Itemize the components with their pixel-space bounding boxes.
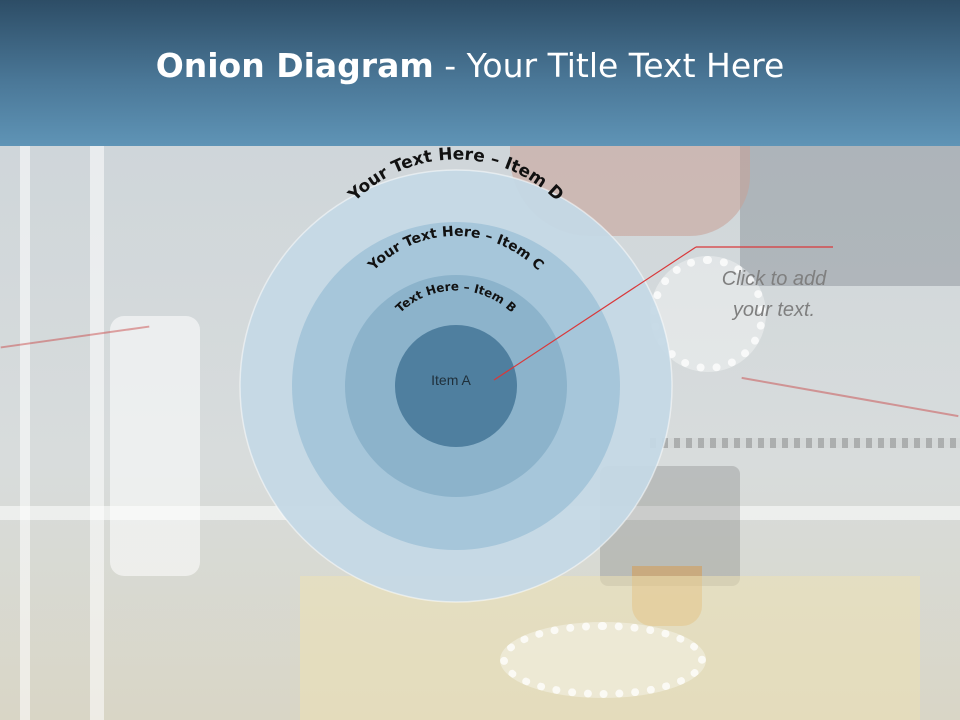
timing-belt bbox=[650, 438, 960, 448]
callout-connector bbox=[493, 246, 697, 381]
item-a-label: Item A bbox=[431, 372, 471, 388]
electronics-board bbox=[740, 146, 960, 286]
gear-icon bbox=[650, 256, 766, 372]
title-rest: - Your Title Text Here bbox=[433, 46, 785, 85]
vertical-rod bbox=[20, 146, 30, 720]
threaded-rod bbox=[90, 146, 104, 720]
title-strong: Onion Diagram bbox=[155, 46, 434, 85]
printer-carriage bbox=[110, 316, 200, 576]
core-item-a[interactable] bbox=[395, 325, 517, 447]
slide-title[interactable]: Onion Diagram - Your Title Text Here bbox=[0, 46, 940, 85]
printed-gear-icon bbox=[500, 622, 706, 698]
title-bar: Onion Diagram - Your Title Text Here bbox=[0, 0, 960, 146]
callout-placeholder[interactable]: Click to add your text. bbox=[721, 268, 827, 321]
